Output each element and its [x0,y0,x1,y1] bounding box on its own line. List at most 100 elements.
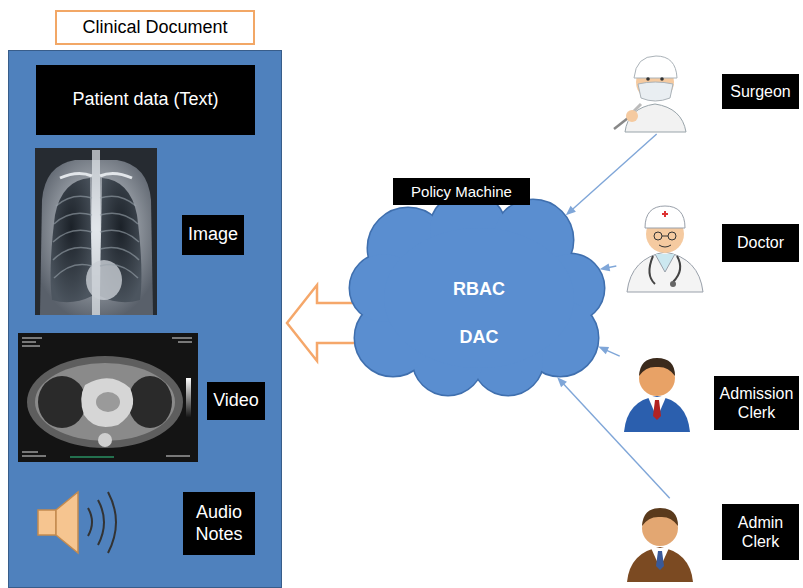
mri-video-frame-part [96,392,120,412]
mri-video-frame-part [186,378,191,418]
doctor-figure-part [659,236,671,247]
admission-clerk-figure-part [653,400,661,420]
arrow-head [566,206,576,216]
xray-image-part [51,178,92,302]
surgeon-figure-part [614,118,628,129]
role-node: Surgeon [606,52,799,134]
surgeon-figure-part [660,77,664,81]
speaker-icon [38,492,116,553]
admin-clerk-figure-part [627,547,693,582]
cloud-core [384,228,574,368]
surgeon-figure-part [633,104,641,112]
surgeon-figure-part [646,77,650,81]
role-text: Admin Clerk [726,513,795,551]
speaker-icon-part [88,492,116,553]
doctor-figure-part [662,211,668,217]
admission-clerk-figure-part [624,396,690,432]
doctor-figure-part [654,232,662,240]
xray-image-part [100,178,141,302]
mri-video-frame-part [22,338,192,456]
xray-image-part [92,150,100,315]
model-holder: DAC [419,322,539,354]
mri-video-frame-part [38,376,86,428]
xray-image [35,148,157,315]
speaker-icon-part [56,492,78,553]
doctor-figure-part [649,256,680,284]
content-label: Audio Notes [183,492,255,555]
admission-clerk-figure-part [639,360,675,396]
role-node: Admin Clerk [620,498,799,584]
label-box: Video [207,382,265,420]
label-text: Patient data (Text) [72,89,218,111]
mri-video-frame-part [128,376,172,428]
document-heading: Clinical Document [55,10,255,45]
content-label: Image [182,215,244,255]
label-text: Image [188,224,238,246]
surgeon-figure-part [626,110,638,122]
label-box: Patient data (Text) [36,65,255,135]
surgeon-figure-part [625,104,686,132]
doctor-figure-part [646,215,684,253]
role-text: Surgeon [730,82,791,101]
doctor-figure-part [645,206,685,228]
access-arrow [557,377,670,498]
connector-line [563,383,670,498]
access-arrow [600,263,617,271]
admission-clerk-figure [624,358,690,432]
label-text: Audio Notes [187,502,251,545]
role-label: Admission Clerk [714,376,799,430]
model-holder: RBAC [419,274,539,306]
doctor-figure-part [627,252,703,292]
mri-video-frame-part [98,433,112,447]
arrow-head [598,347,609,355]
connector-line [572,134,657,210]
role-label: Admin Clerk [722,504,799,560]
cloud-outline [350,192,604,395]
clinical-document: Clinical DocumentPatient data (Text) Imag… [8,8,284,588]
admin-clerk-figure [627,508,693,582]
mri-video-frame-part [27,356,183,448]
admission-clerk-figure-part [648,397,666,418]
role-label: Doctor [722,224,799,262]
mri-video-frame-part [70,457,114,458]
access-arrow [566,134,657,215]
admin-clerk-figure-part [642,510,678,546]
content-label: Video [207,382,265,420]
mri-video-frame-part [81,378,133,427]
label-box: Audio Notes [183,492,255,555]
xray-image-part [60,173,132,178]
xray-image-part [35,148,157,315]
label-box: Image [182,215,244,255]
surgeon-figure [614,56,686,132]
model-text: DAC [460,327,499,349]
connector-line [606,350,620,356]
label-text: Policy Machine [411,183,512,201]
mri-video-frame-part [35,363,175,441]
speaker-icon-part [38,510,56,535]
arrow-head [600,263,611,271]
mri-video-frame-part [18,333,198,462]
role-label: Surgeon [722,74,799,109]
label-text: Video [213,390,259,412]
admin-clerk-figure-part [656,551,664,570]
admin-clerk-figure-part [651,548,669,568]
role-text: Admission Clerk [718,384,795,422]
surgeon-figure-part [636,63,674,101]
content-label: Patient data (Text) [36,65,255,135]
access-arrow [598,347,619,357]
surgeon-figure-part [638,82,673,101]
doctor-figure-part [670,281,676,287]
doctor-figure-part [668,232,676,240]
arrow-head [557,377,567,387]
model-text: RBAC [453,279,505,301]
xray-image-part [100,196,139,278]
xray-image-part [86,260,122,300]
xray-image-part [53,196,92,278]
label-box: Policy Machine [393,178,530,205]
role-node: Doctor [616,202,799,294]
role-node: Admission Clerk [618,356,799,436]
admission-clerk-figure-part [639,358,675,376]
role-text: Doctor [737,233,784,252]
mri-video-frame [18,333,198,462]
